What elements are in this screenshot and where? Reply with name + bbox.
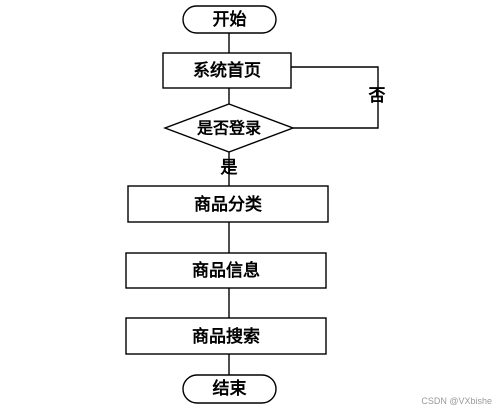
end-node: [182, 374, 277, 404]
login-decision-label: 是否登录: [196, 119, 261, 138]
connector-decision-no-loop: [291, 66, 379, 129]
product-info-node: [125, 252, 327, 289]
product-search-label: 商品搜索: [192, 326, 260, 347]
no-branch-label: 否: [368, 86, 386, 106]
yes-branch-label: 是: [221, 158, 238, 178]
product-search-node: [125, 317, 327, 355]
home-page-label: 系统首页: [193, 60, 261, 81]
product-category-node: [127, 185, 329, 223]
start-label: 开始: [213, 9, 247, 30]
start-node: [182, 5, 277, 34]
product-info-label: 商品信息: [192, 260, 260, 281]
end-label: 结束: [213, 378, 247, 399]
home-page-node: [162, 52, 292, 89]
watermark: CSDN @VXbishe: [421, 396, 492, 406]
product-category-label: 商品分类: [194, 194, 263, 215]
login-decision-node: [163, 103, 295, 153]
